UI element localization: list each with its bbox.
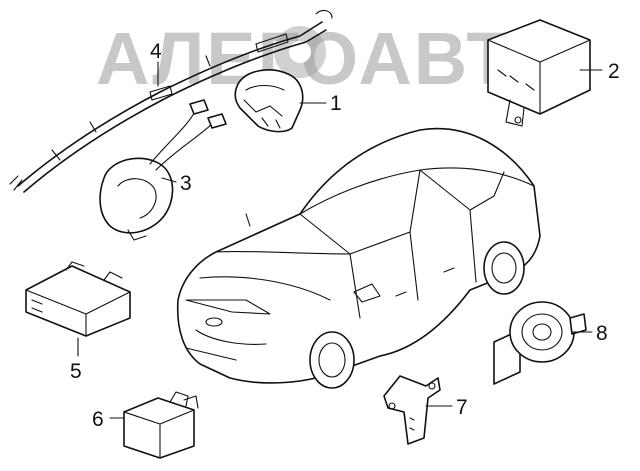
callout-7: 7 — [456, 396, 468, 419]
callout-2: 2 — [608, 60, 620, 83]
callout-4: 4 — [150, 40, 162, 63]
part-6-sensor — [123, 391, 199, 459]
callout-1: 1 — [330, 92, 342, 115]
callout-8: 8 — [596, 322, 608, 345]
part-2-passenger-airbag — [487, 19, 591, 127]
callout-6: 6 — [92, 408, 104, 431]
part-7-impact-sensor — [383, 375, 441, 445]
part-5-srs-control-module — [25, 261, 131, 337]
callouts: 4 1 2 3 5 6 7 8 — [70, 40, 620, 431]
part-1-driver-airbag — [234, 69, 304, 133]
part-4-curtain-airbag — [9, 9, 333, 193]
callout-5: 5 — [70, 360, 82, 383]
leader-lines — [77, 61, 603, 419]
callout-3: 3 — [180, 172, 192, 195]
part-8-buzzer — [493, 301, 587, 385]
part-3-clock-spring — [99, 99, 227, 241]
car-illustration — [176, 127, 541, 389]
